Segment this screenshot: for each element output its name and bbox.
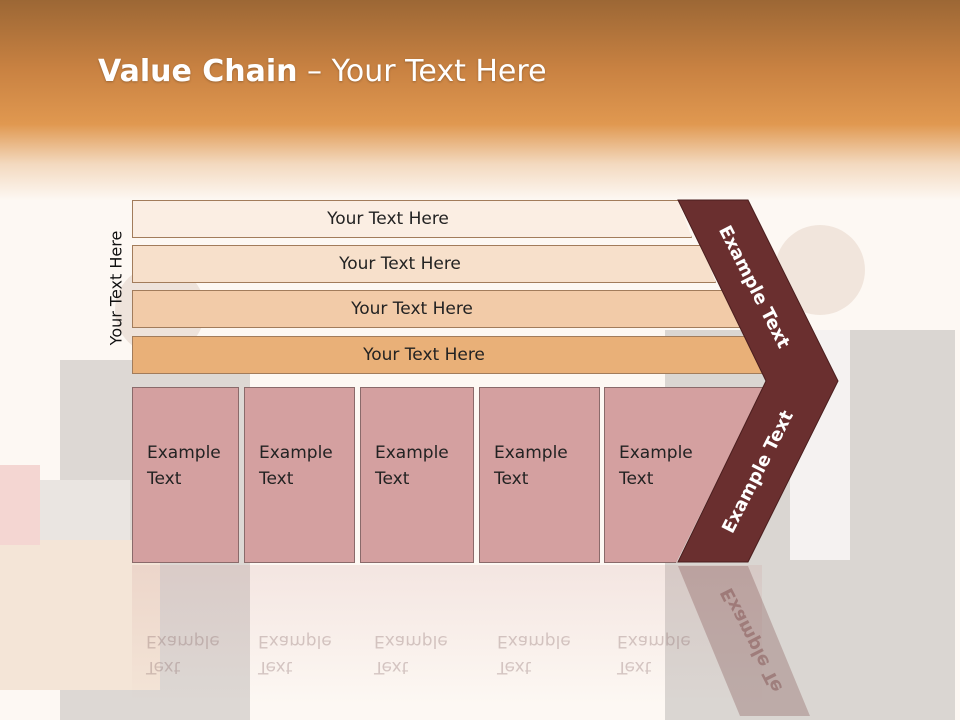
row-3-label: Your Text Here [351,299,473,319]
cardboard-box-icon [0,465,160,690]
box-4-line-1: Example [494,443,568,463]
chevron-shape [677,199,839,563]
reflection-2-line-2: Example [258,631,332,651]
title-bold: Value Chain [98,54,298,89]
reflection-band [132,565,762,705]
reflection-text-3: Text Example [374,628,448,680]
box-2-line-1: Example [259,443,333,463]
reflection-3-line-1: Text [374,657,409,677]
row-1: Your Text Here [132,200,692,238]
box-4-line-2: Text [494,469,529,489]
reflection-1-line-2: Example [146,631,220,651]
box-1-line-1: Example [147,443,221,463]
row-2: Your Text Here [132,245,716,283]
reflection-text-2: Text Example [258,628,332,680]
reflection-text-5: Text Example [617,628,691,680]
box-2-line-2: Text [259,469,294,489]
chevron-reflection [678,566,810,716]
row-2-label: Your Text Here [339,254,461,274]
value-chevron [677,199,839,563]
row-1-label: Your Text Here [327,209,449,229]
box-5-line-2: Text [619,469,654,489]
box-5-line-1: Example [619,443,693,463]
reflection-4-line-1: Text [497,657,532,677]
slide-title: Value Chain – Your Text Here [98,54,547,89]
title-rest: – Your Text Here [297,54,547,89]
reflection-text-4: Text Example [497,628,571,680]
reflection-3-line-2: Example [374,631,448,651]
reflection-1-line-1: Text [146,657,181,677]
reflection-4-line-2: Example [497,631,571,651]
row-4: Your Text Here [132,336,764,374]
reflection-2-line-1: Text [258,657,293,677]
header-band [0,0,960,200]
reflection-5-line-2: Example [617,631,691,651]
row-4-label: Your Text Here [363,345,485,365]
reflection-text-1: Text Example [146,628,220,680]
box-1-line-2: Text [147,469,182,489]
side-label: Your Text Here [106,230,126,346]
box-3-line-2: Text [375,469,410,489]
reflection-5-line-1: Text [617,657,652,677]
row-3: Your Text Here [132,290,740,328]
box-3-line-1: Example [375,443,449,463]
